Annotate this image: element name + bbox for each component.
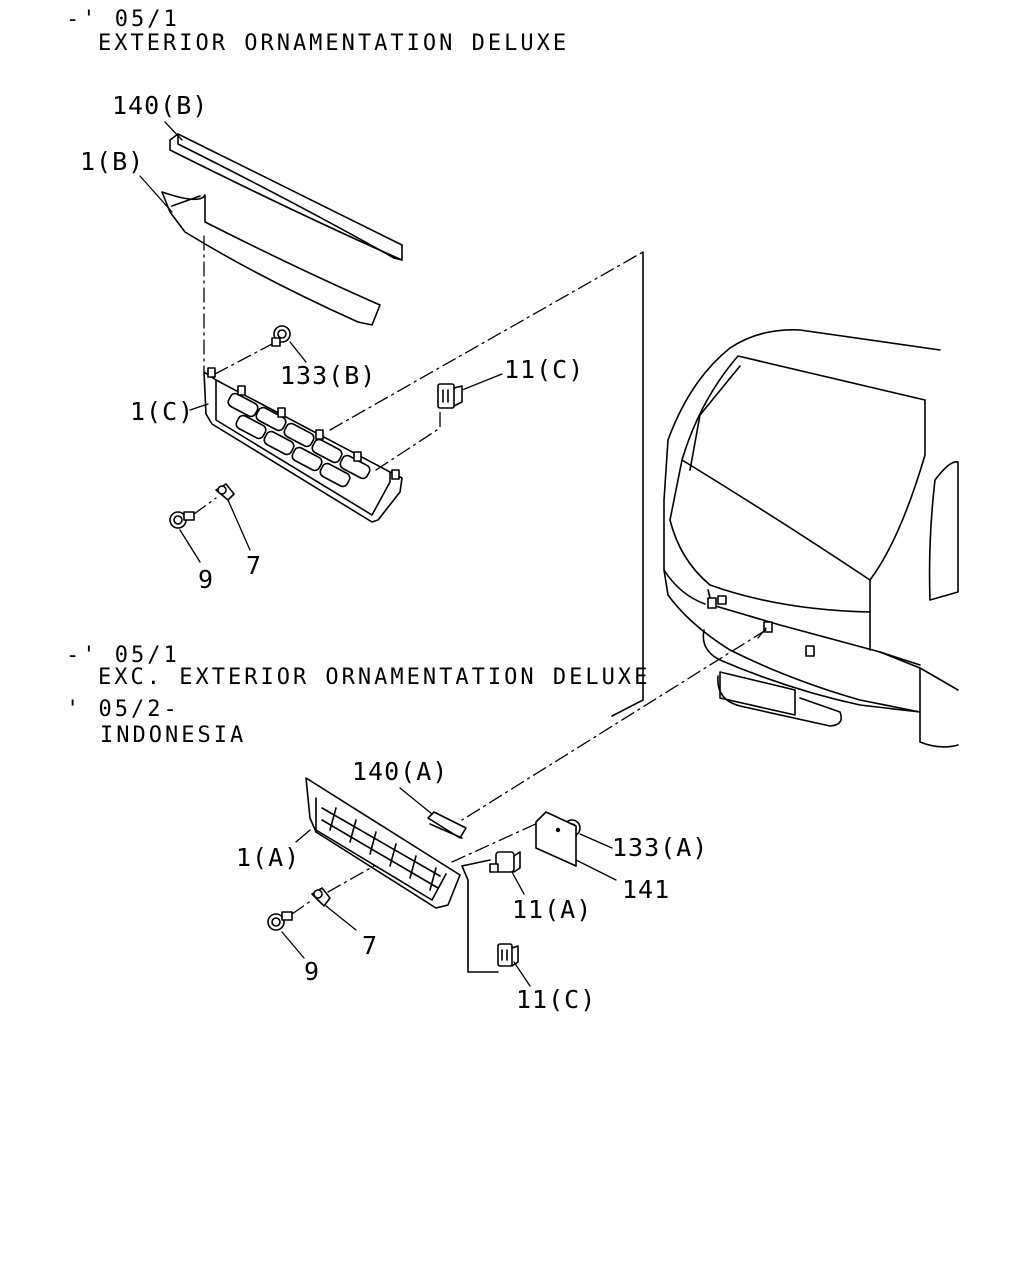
section-divider-foot bbox=[611, 699, 644, 717]
leader-7-upper bbox=[227, 499, 251, 551]
label-plate-141 bbox=[535, 811, 577, 867]
callout-11a: 11(A) bbox=[512, 895, 592, 924]
vehicle-front-view bbox=[663, 329, 959, 748]
callout-9-upper: 9 bbox=[198, 565, 214, 594]
molding-strip-140b bbox=[169, 133, 403, 261]
alignment-line-133b bbox=[214, 343, 273, 375]
callout-11c-upper: 11(C) bbox=[504, 355, 584, 384]
clip-11a bbox=[489, 851, 521, 873]
alignment-line-9-upper bbox=[193, 497, 217, 515]
section-2-description: EXC. EXTERIOR ORNAMENTATION DELUXE bbox=[98, 665, 650, 690]
section-2-period: -' 05/1 bbox=[66, 643, 180, 668]
leader-140a bbox=[399, 787, 433, 815]
grille-1a bbox=[305, 777, 461, 909]
grille-1c bbox=[203, 367, 403, 523]
clip-11c-lower bbox=[497, 943, 519, 967]
callout-7-lower: 7 bbox=[362, 931, 378, 960]
garnish-1b bbox=[161, 191, 381, 326]
clip-11c-upper bbox=[437, 383, 463, 409]
callout-140b: 140(B) bbox=[112, 91, 208, 120]
callout-1b: 1(B) bbox=[80, 147, 144, 176]
section-3-description: INDONESIA bbox=[100, 723, 246, 748]
section-1-description: EXTERIOR ORNAMENTATION DELUXE bbox=[98, 31, 569, 56]
callout-140a: 140(A) bbox=[352, 757, 448, 786]
alignment-line-140a-vehicle bbox=[461, 629, 767, 821]
leader-133b bbox=[289, 341, 307, 363]
clip-133b bbox=[271, 325, 291, 347]
bracket-11c-lower-top bbox=[461, 859, 491, 867]
callout-11c-lower: 11(C) bbox=[516, 985, 596, 1014]
emblem-140a bbox=[427, 811, 467, 839]
leader-141 bbox=[575, 859, 617, 881]
alignment-line-grille-upper bbox=[329, 251, 644, 431]
leader-11a bbox=[511, 871, 525, 895]
alignment-line-11c-upper bbox=[375, 411, 441, 471]
retainer-7-upper bbox=[215, 483, 235, 501]
callout-9-lower: 9 bbox=[304, 957, 320, 986]
callout-133a: 133(A) bbox=[612, 833, 708, 862]
leader-11c-lower bbox=[513, 961, 531, 987]
alignment-line-7-lower bbox=[327, 865, 375, 893]
leader-1c bbox=[189, 403, 209, 411]
bracket-11c-lower bbox=[461, 865, 499, 973]
leader-1a bbox=[295, 829, 311, 843]
callout-1c: 1(C) bbox=[130, 397, 194, 426]
leader-9-upper bbox=[179, 529, 201, 563]
callout-7-upper: 7 bbox=[246, 551, 262, 580]
callout-1a: 1(A) bbox=[236, 843, 300, 872]
leader-133a bbox=[579, 833, 613, 849]
leader-9-lower bbox=[281, 931, 305, 959]
screw-9-upper bbox=[169, 511, 195, 529]
leader-1b bbox=[139, 175, 173, 213]
leader-11c-upper bbox=[461, 373, 503, 391]
retainer-7-lower bbox=[311, 887, 331, 907]
leader-7-lower bbox=[325, 905, 357, 931]
section-3-period: ' 05/2- bbox=[66, 697, 180, 722]
screw-9-lower bbox=[267, 911, 293, 931]
section-1-period: -' 05/1 bbox=[66, 7, 180, 32]
leader-140b bbox=[164, 121, 183, 141]
callout-141: 141 bbox=[622, 875, 670, 904]
alignment-line-141 bbox=[451, 821, 541, 863]
callout-133b: 133(B) bbox=[280, 361, 376, 390]
alignment-line-9-lower bbox=[291, 899, 313, 915]
